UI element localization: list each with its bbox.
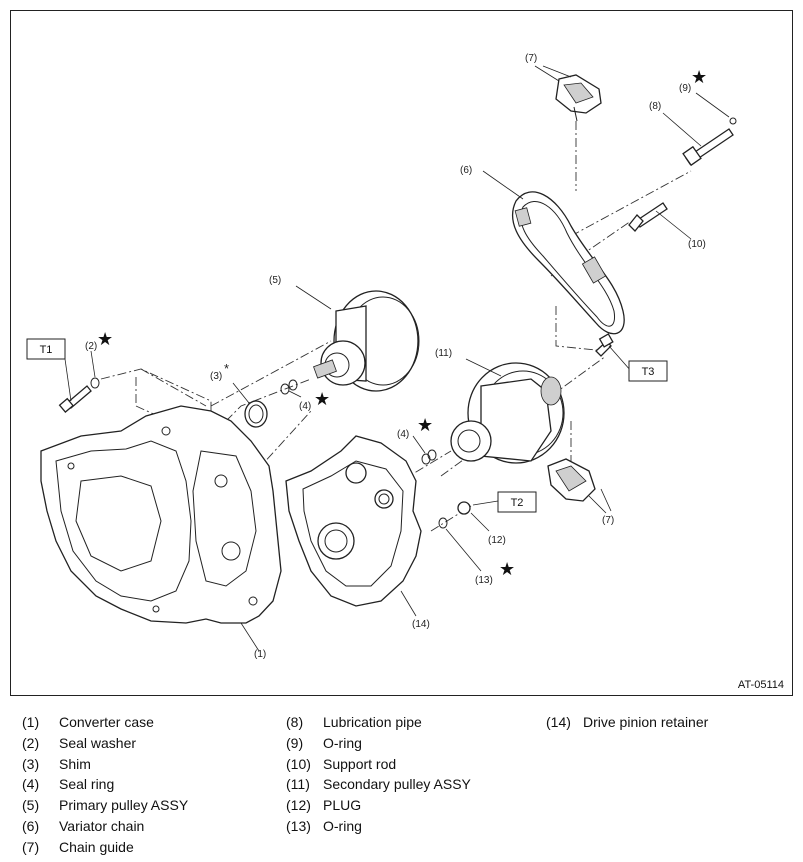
legend-num: (3) bbox=[22, 755, 40, 772]
legend-num: (12) bbox=[286, 797, 311, 814]
torque-box-t3: T3 bbox=[628, 360, 668, 382]
legend-item: (8) Lubrication pipe bbox=[286, 712, 536, 733]
parts-legend: (1) Converter case (2) Seal washer (3) Shim… bbox=[0, 712, 803, 857]
torque-label-t1: T1 bbox=[40, 344, 53, 356]
callout-5: (5) bbox=[269, 275, 281, 286]
legend-num: (14) bbox=[546, 714, 571, 730]
exploded-view-figure: T1 T2 T3 ★ ★ ★ ★ ★ (1) (2) (3) * (4) (4)… bbox=[10, 10, 793, 696]
legend-num: (9) bbox=[286, 734, 304, 751]
legend-name: Lubrication pipe bbox=[323, 714, 422, 730]
legend-num: (10) bbox=[286, 755, 311, 772]
support-rod bbox=[628, 202, 692, 240]
legend-item: (10) Support rod bbox=[286, 754, 536, 775]
legend-num: (11) bbox=[286, 776, 310, 793]
legend-num: (6) bbox=[22, 817, 40, 834]
callout-11: (11) bbox=[435, 348, 452, 359]
legend-num: (8) bbox=[286, 714, 304, 730]
legend-item: (14) Drive pinion retainer bbox=[546, 712, 796, 733]
callout-2: (2) bbox=[85, 341, 97, 352]
callout-6: (6) bbox=[460, 165, 472, 176]
callouts: (1) (2) (3) * (4) (4) (5) (6) (7) (7) (8… bbox=[85, 53, 706, 660]
torque-label-t3: T3 bbox=[642, 366, 655, 378]
legend-name: Primary pulley ASSY bbox=[59, 797, 189, 814]
legend-name: Secondary pulley ASSY bbox=[323, 776, 471, 793]
callout-14: (14) bbox=[412, 619, 430, 630]
callout-7-bottom: (7) bbox=[602, 515, 614, 526]
star-icon: ★ bbox=[691, 67, 707, 87]
callout-4-primary: (4) bbox=[299, 401, 311, 412]
legend-item: (12) PLUG bbox=[286, 795, 536, 816]
legend-item: (2) Seal washer bbox=[22, 733, 272, 754]
legend-item: (9) O-ring bbox=[286, 733, 536, 754]
shim bbox=[232, 382, 268, 428]
legend-item: (1) Converter case bbox=[22, 712, 272, 733]
legend-name: Support rod bbox=[323, 755, 397, 772]
legend-column-3: (14) Drive pinion retainer bbox=[546, 712, 796, 733]
star-icon: ★ bbox=[314, 389, 330, 409]
o-ring-9 bbox=[695, 92, 737, 125]
callout-13: (13) bbox=[475, 575, 493, 586]
torque-label-t2: T2 bbox=[511, 497, 524, 509]
legend-name: Drive pinion retainer bbox=[583, 714, 709, 730]
callout-1: (1) bbox=[254, 649, 266, 660]
callout-4-secondary: (4) bbox=[397, 429, 409, 440]
legend-num: (13) bbox=[286, 817, 311, 834]
drive-pinion-retainer bbox=[285, 435, 422, 617]
legend-column-1: (1) Converter case (2) Seal washer (3) Shim… bbox=[22, 712, 272, 858]
seal-rings-primary bbox=[280, 379, 302, 398]
star-markers: ★ ★ ★ ★ ★ bbox=[97, 67, 707, 579]
legend-item: (13) O-ring bbox=[286, 816, 536, 837]
callout-10: (10) bbox=[688, 239, 706, 250]
secondary-pulley-assy bbox=[450, 358, 565, 464]
primary-pulley-assy bbox=[295, 285, 420, 392]
legend-name: Chain guide bbox=[59, 838, 134, 855]
variator-chain bbox=[482, 170, 625, 335]
star-icon: ★ bbox=[417, 415, 433, 435]
legend-name: Seal ring bbox=[59, 776, 115, 793]
star-icon: ★ bbox=[97, 329, 113, 349]
callout-7-top: (7) bbox=[525, 53, 537, 64]
chain-guide-bottom bbox=[547, 458, 612, 514]
seal-washer bbox=[90, 350, 100, 389]
legend-item: (3) Shim bbox=[22, 754, 272, 775]
legend-name: PLUG bbox=[323, 797, 362, 814]
bolt-t3 bbox=[595, 333, 632, 372]
legend-num: (7) bbox=[22, 838, 40, 855]
callout-9: (9) bbox=[679, 83, 691, 94]
callout-3: (3) bbox=[210, 371, 222, 382]
exploded-diagram: T1 T2 T3 ★ ★ ★ ★ ★ (1) (2) (3) * (4) (4)… bbox=[26, 53, 737, 660]
legend-num: (1) bbox=[22, 714, 40, 730]
torque-box-t1: T1 bbox=[26, 338, 72, 402]
legend-num: (4) bbox=[22, 776, 40, 793]
legend-item: (6) Variator chain bbox=[22, 816, 272, 837]
converter-case bbox=[40, 405, 282, 652]
callout-8: (8) bbox=[649, 101, 661, 112]
seal-rings-secondary bbox=[412, 435, 437, 465]
legend-name: Converter case bbox=[59, 714, 154, 730]
o-ring-13 bbox=[438, 517, 482, 572]
legend-name: Variator chain bbox=[59, 817, 145, 834]
bolt-t1 bbox=[58, 385, 92, 413]
legend-name: Shim bbox=[59, 755, 91, 772]
star-icon: ★ bbox=[499, 559, 515, 579]
chain-guide-top bbox=[534, 65, 602, 122]
legend-name: O-ring bbox=[323, 734, 362, 751]
lubrication-pipe bbox=[662, 112, 734, 167]
legend-item: (7) Chain guide bbox=[22, 837, 272, 858]
legend-column-2: (8) Lubrication pipe (9) O-ring (10) Suppor… bbox=[286, 712, 536, 837]
legend-item: (11) Secondary pulley ASSY bbox=[286, 774, 536, 795]
callout-3-asterisk: * bbox=[224, 361, 229, 376]
plug bbox=[457, 500, 499, 532]
torque-box-t2: T2 bbox=[497, 491, 537, 513]
legend-item: (5) Primary pulley ASSY bbox=[22, 795, 272, 816]
legend-num: (5) bbox=[22, 797, 40, 814]
legend-name: O-ring bbox=[323, 817, 362, 834]
figure-code: AT-05114 bbox=[737, 679, 784, 691]
legend-name: Seal washer bbox=[59, 734, 137, 751]
callout-12: (12) bbox=[488, 535, 506, 546]
legend-item: (4) Seal ring bbox=[22, 774, 272, 795]
legend-num: (2) bbox=[22, 734, 40, 751]
